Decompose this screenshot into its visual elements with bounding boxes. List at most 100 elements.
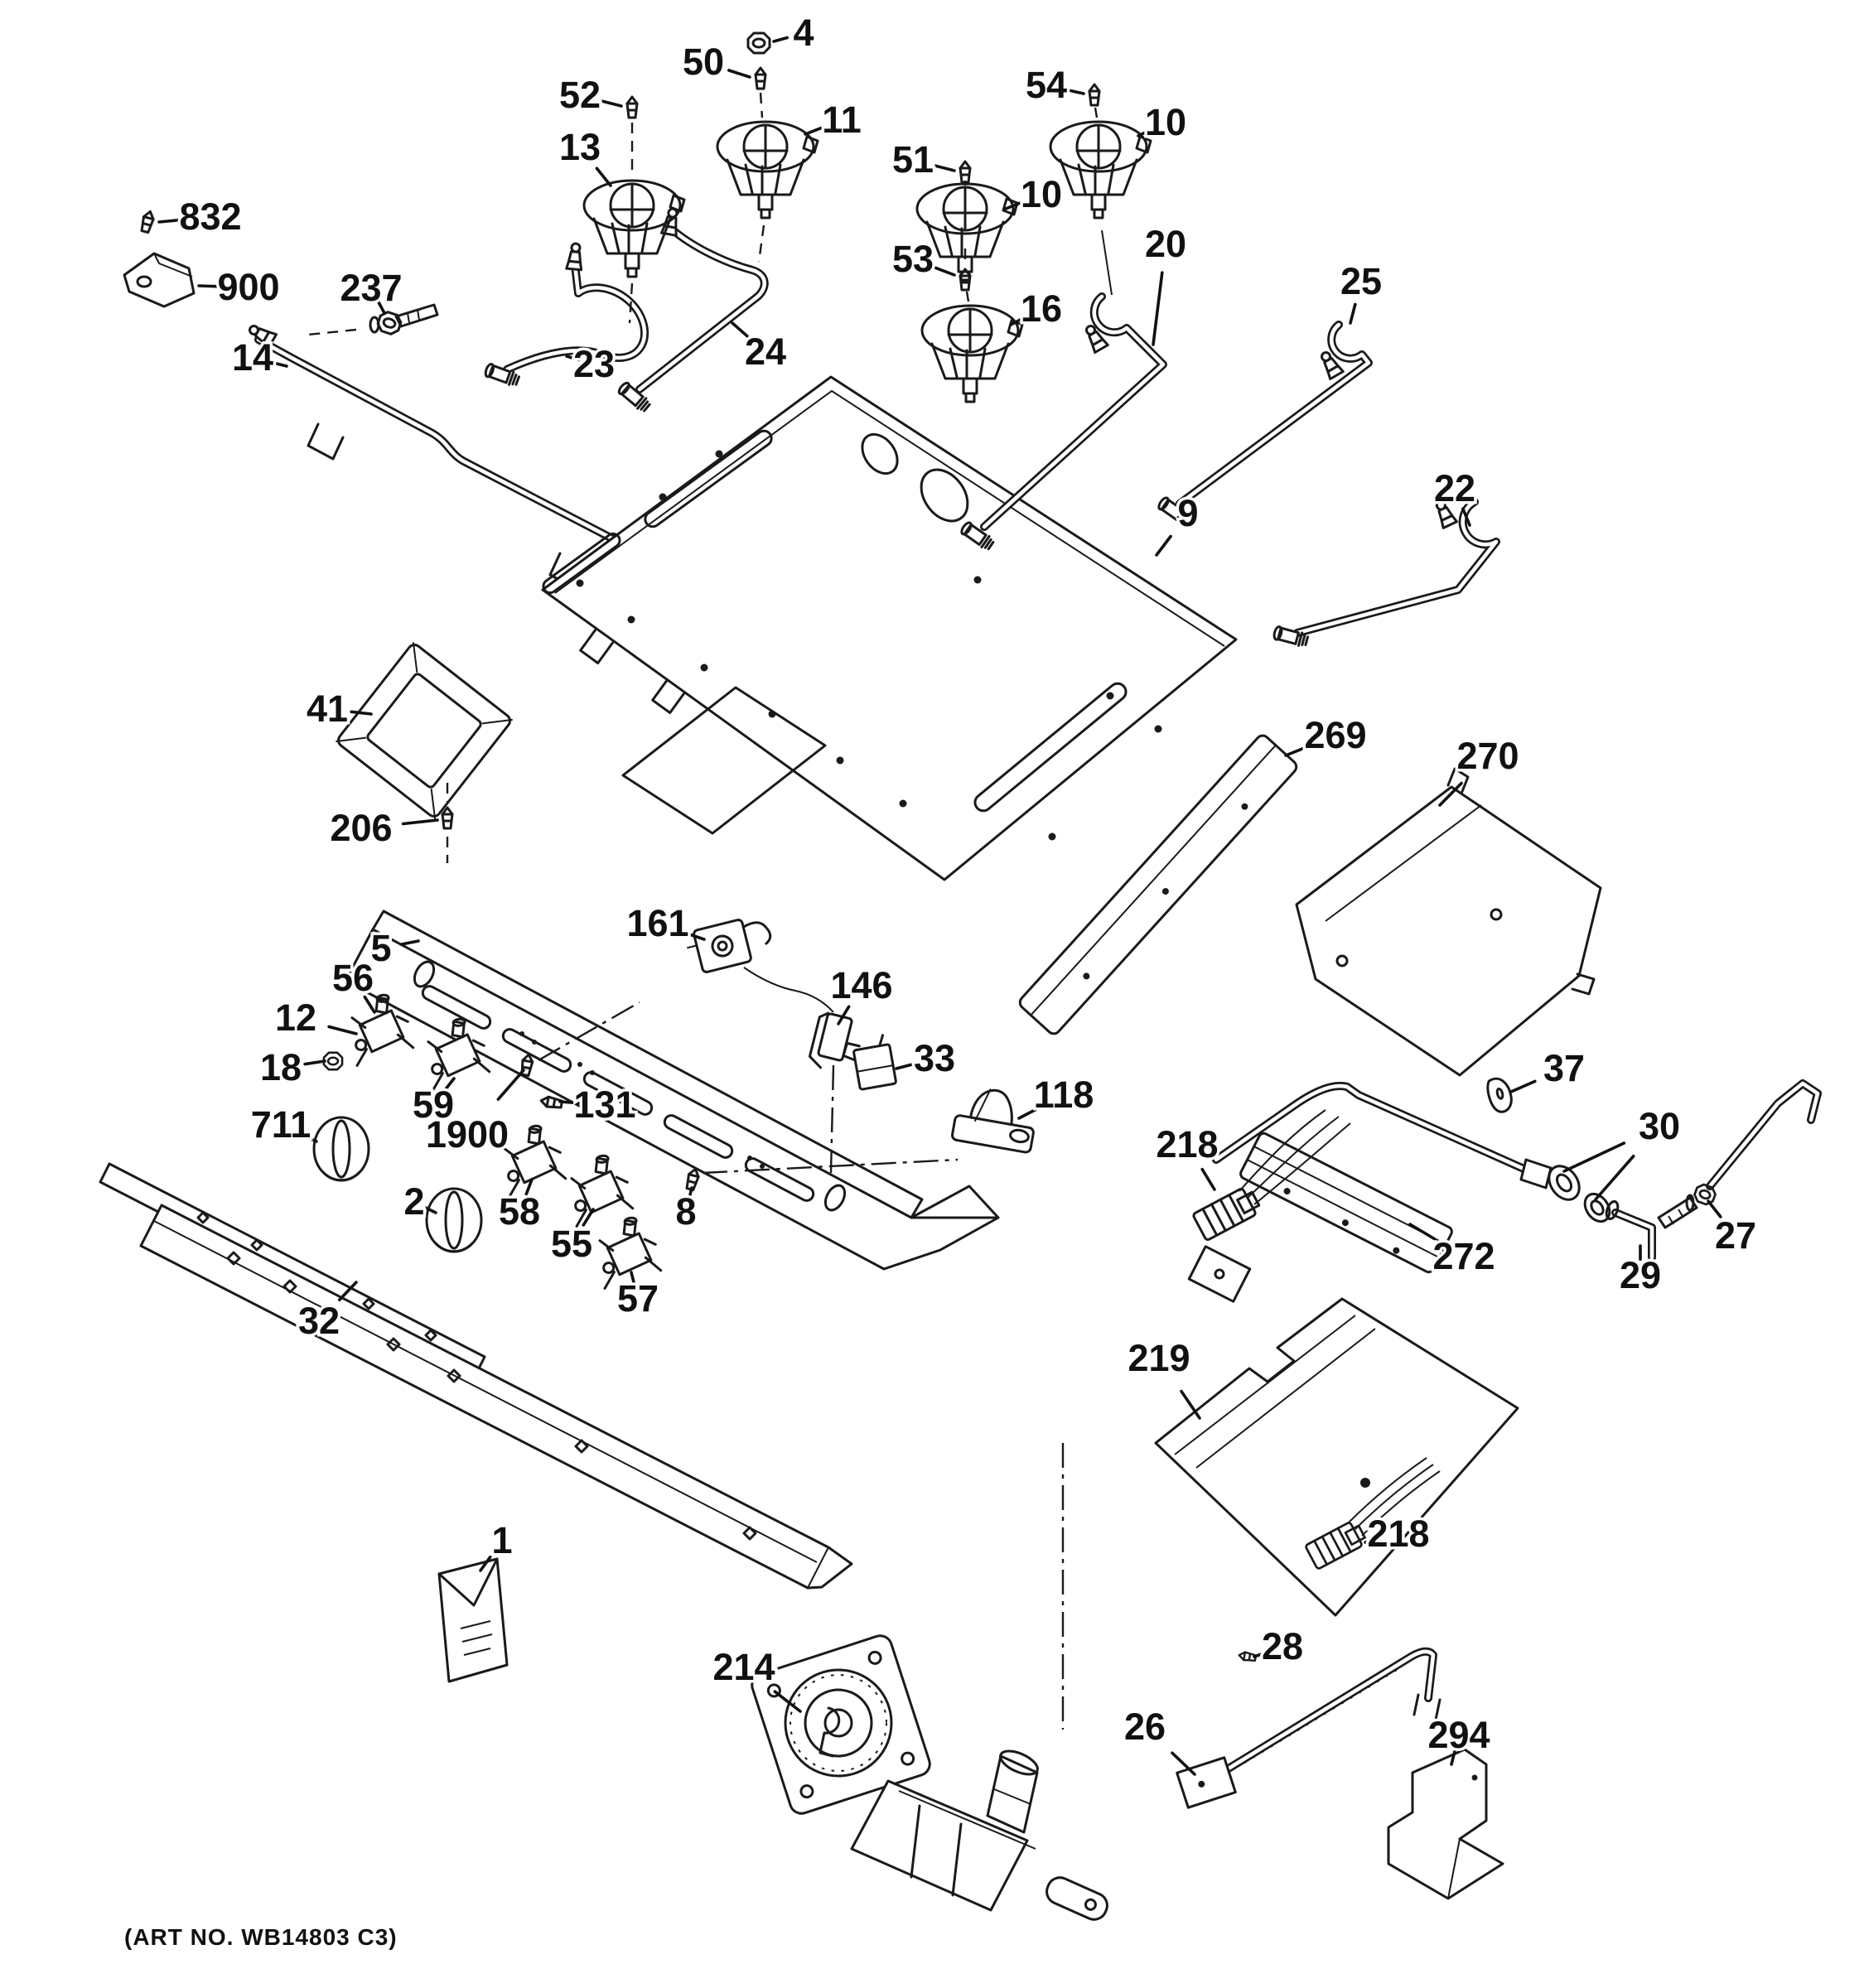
part-label-10b: 10 — [1021, 173, 1062, 215]
part-label-270: 270 — [1456, 735, 1519, 777]
burner-tube-25 — [1156, 321, 1373, 528]
leader-line-214 — [773, 1690, 802, 1713]
part-label-22: 22 — [1434, 467, 1475, 509]
part-label-237: 237 — [340, 267, 402, 309]
leader-line-30 — [1562, 1141, 1626, 1173]
gas-valve-assembly-214 — [751, 1634, 1108, 1921]
part-label-219: 219 — [1128, 1337, 1190, 1379]
part-label-5: 5 — [370, 927, 391, 969]
nut-18 — [322, 1051, 344, 1071]
nut-4 — [746, 31, 771, 55]
leader-line-58 — [524, 1178, 534, 1196]
part-label-55: 55 — [551, 1223, 592, 1265]
part-label-12: 12 — [275, 996, 316, 1039]
part-label-41: 41 — [307, 688, 348, 730]
leader-line-55 — [582, 1208, 595, 1227]
leader-line-26 — [1171, 1751, 1196, 1776]
leader-line-8 — [688, 1186, 693, 1200]
part-label-27: 27 — [1715, 1214, 1756, 1257]
part-label-54: 54 — [1026, 64, 1067, 106]
heat-shield-219 — [1154, 1297, 1519, 1617]
leader-line-51 — [934, 164, 956, 172]
part-label-131: 131 — [573, 1083, 635, 1126]
screw-832 — [138, 209, 157, 234]
leader-line-28 — [1253, 1650, 1269, 1658]
manifold-pipe-14 — [245, 320, 836, 657]
harness-connector-218-upper — [1191, 1109, 1351, 1242]
cap-118 — [951, 1088, 1035, 1154]
part-label-24: 24 — [745, 331, 786, 373]
part-label-272: 272 — [1432, 1235, 1495, 1277]
art-number: (ART NO. WB14803 C3) — [124, 1924, 398, 1950]
part-label-294: 294 — [1427, 1714, 1490, 1756]
harness-connector-218-lower — [1304, 1457, 1441, 1571]
panel-rivet-holes — [576, 450, 1162, 841]
part-label-832: 832 — [179, 195, 241, 238]
gas-valves — [322, 990, 959, 1290]
leader-line-900 — [197, 284, 223, 288]
part-label-14: 14 — [232, 336, 273, 379]
burner-tube-22 — [1272, 497, 1500, 649]
leader-line-294 — [1450, 1749, 1456, 1766]
part-label-20: 20 — [1145, 223, 1186, 265]
part-label-9: 9 — [1177, 492, 1198, 534]
burner-orifice-holders — [582, 31, 1152, 403]
leader-line-10a — [1137, 128, 1152, 138]
leader-line-30 — [1594, 1155, 1635, 1201]
part-label-11: 11 — [822, 99, 862, 141]
bracket-294 — [1387, 1748, 1504, 1900]
leader-line-270 — [1438, 781, 1463, 807]
leader-line-832 — [157, 218, 184, 224]
part-label-51: 51 — [892, 138, 934, 181]
part-label-218a: 218 — [1156, 1123, 1218, 1165]
part-label-711: 711 — [251, 1103, 311, 1146]
part-label-32: 32 — [298, 1300, 340, 1342]
pipe-27 — [1685, 1079, 1822, 1212]
leader-line-1900 — [496, 1069, 525, 1101]
bracket-272-end — [1187, 1245, 1252, 1303]
part-label-269: 269 — [1304, 714, 1366, 756]
spark-module-161 — [687, 919, 772, 973]
leader-line-118 — [1017, 1106, 1041, 1120]
leader-line-37 — [1509, 1079, 1537, 1093]
part-label-8: 8 — [675, 1190, 696, 1233]
leader-line-218b — [1364, 1537, 1382, 1544]
leader-line-4 — [772, 36, 790, 43]
valve-55 — [566, 1151, 635, 1228]
part-label-206: 206 — [330, 807, 392, 849]
part-label-214: 214 — [712, 1646, 775, 1688]
bracket-900 — [123, 252, 196, 308]
part-label-37: 37 — [1543, 1047, 1585, 1089]
leader-line-18 — [303, 1059, 326, 1066]
leader-line-146 — [837, 1005, 851, 1025]
leader-line-53 — [934, 266, 956, 277]
leader-line-59 — [442, 1077, 456, 1093]
leader-line-2 — [424, 1206, 437, 1214]
leader-line-56 — [363, 995, 376, 1014]
leader-line-11 — [804, 126, 823, 136]
burner-tube-20 — [959, 229, 1167, 552]
leader-line-161 — [681, 930, 706, 941]
leader-line-23 — [565, 355, 581, 362]
burner-11 — [716, 120, 819, 220]
part-label-218b: 218 — [1367, 1513, 1429, 1555]
part-label-4: 4 — [793, 12, 814, 54]
leader-line-24 — [731, 321, 749, 338]
knob-711 — [312, 1116, 370, 1182]
part-label-28: 28 — [1262, 1625, 1303, 1667]
elbow-29 — [1605, 1196, 1698, 1262]
leader-line-25 — [1349, 302, 1357, 325]
instruction-envelope-1 — [437, 1557, 509, 1683]
part-label-56: 56 — [332, 957, 374, 999]
leader-line-52 — [601, 99, 623, 108]
part-label-16: 16 — [1021, 287, 1062, 330]
part-label-900: 900 — [217, 266, 279, 308]
screw-206 — [441, 783, 454, 863]
switch-33 — [842, 1034, 897, 1091]
part-label-146: 146 — [830, 964, 892, 1006]
leader-line-10b — [1004, 200, 1024, 210]
leader-line-54 — [1065, 88, 1085, 95]
part-label-53: 53 — [892, 238, 934, 280]
leader-line-711 — [298, 1132, 318, 1143]
